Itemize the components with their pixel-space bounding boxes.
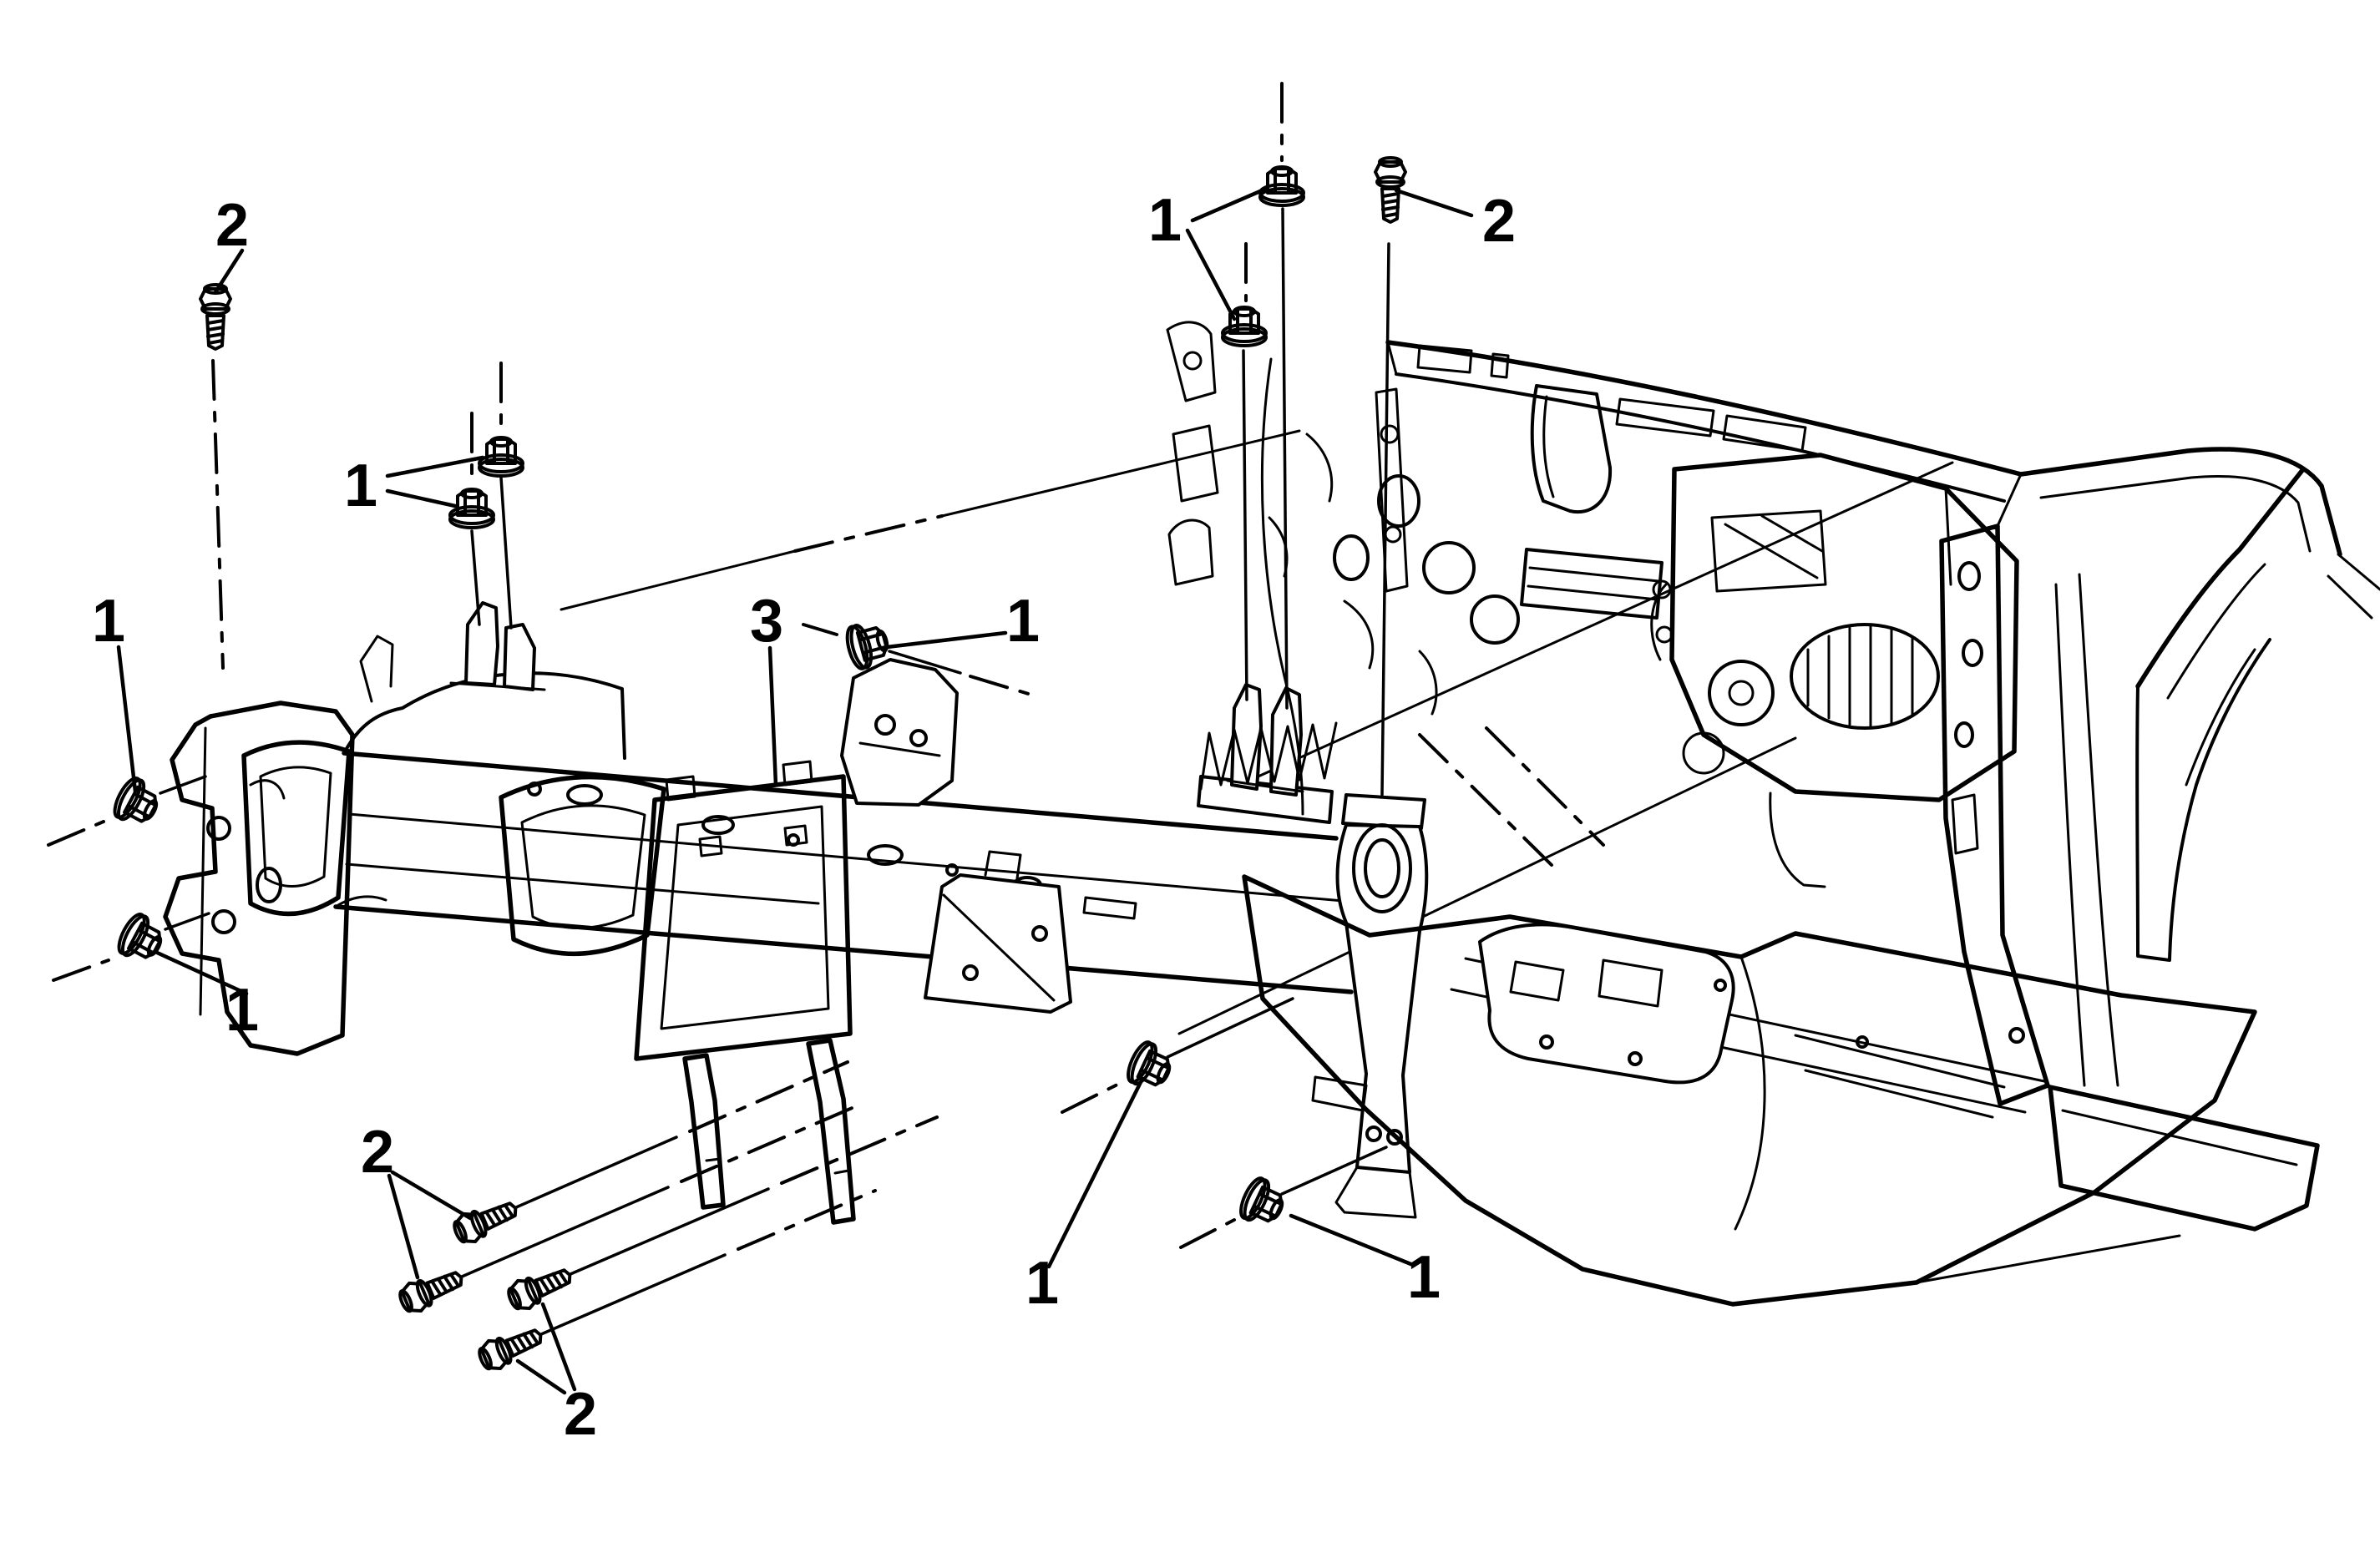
leader-line <box>884 630 1008 650</box>
leader-line <box>385 455 485 478</box>
leader-line <box>767 645 778 787</box>
stud-line <box>159 775 207 795</box>
stud-line <box>569 1187 770 1276</box>
callout-label-8: 1 <box>225 977 259 1044</box>
leader-line <box>1190 186 1268 223</box>
leader-line <box>390 1170 473 1221</box>
centerline <box>1179 1217 1238 1249</box>
stud-line <box>499 476 513 630</box>
callout-label-6: 3 <box>750 588 783 655</box>
bolt-icon <box>396 1263 467 1316</box>
centerline <box>1485 726 1605 847</box>
centerline <box>1418 733 1557 870</box>
nut-icon <box>842 617 894 673</box>
callout-label-11: 1 <box>1025 1250 1059 1317</box>
leader-line <box>153 949 249 996</box>
stud-line <box>1380 242 1390 797</box>
centerline <box>688 1060 849 1133</box>
callout-label-1: 2 <box>215 192 249 259</box>
leader-line <box>1394 188 1474 218</box>
leader-line <box>540 1302 577 1392</box>
callout-label-2: 1 <box>344 453 377 519</box>
leader-line <box>385 488 458 508</box>
nut-icon <box>1258 165 1305 207</box>
callout-label-9: 2 <box>361 1119 394 1186</box>
stud-line <box>470 529 481 626</box>
stud-line <box>460 1186 670 1278</box>
stud-line <box>1242 349 1248 701</box>
centerline <box>52 959 110 982</box>
nut-icon <box>110 775 165 832</box>
stud-line <box>514 1136 678 1209</box>
centerline <box>969 675 1033 696</box>
bolt-icon <box>450 1194 521 1247</box>
stud-line <box>164 912 210 931</box>
body-side-structure <box>1166 321 2380 1106</box>
stud-line <box>539 1253 727 1336</box>
centerline <box>802 623 838 636</box>
bolt-icon <box>504 1261 575 1313</box>
callout-label-10: 2 <box>564 1381 597 1448</box>
stud-line <box>1166 997 1294 1059</box>
leader-line <box>116 645 138 794</box>
stud-line <box>1281 207 1289 710</box>
centerline <box>1061 1082 1121 1114</box>
centerline <box>780 1115 939 1185</box>
callout-label-4: 2 <box>1482 188 1516 255</box>
bolt-icon <box>475 1321 546 1373</box>
centerline <box>47 820 105 847</box>
floor-pan <box>1242 874 2320 1307</box>
hvac-module <box>1650 453 2019 888</box>
centerline <box>680 1105 858 1183</box>
nut-icon <box>1122 1037 1178 1096</box>
stud-line <box>888 650 962 675</box>
nut-icon <box>478 436 524 478</box>
leader-line <box>1289 1213 1415 1267</box>
callout-label-3: 1 <box>1148 187 1182 254</box>
stud-line <box>1280 1146 1388 1196</box>
leader-line <box>1185 228 1237 321</box>
leader-line <box>1046 1076 1145 1269</box>
centerline <box>737 1189 877 1251</box>
callout-label-7: 1 <box>1006 588 1040 655</box>
nut-icon <box>1234 1173 1291 1232</box>
leader-line <box>515 1358 567 1395</box>
leader-line <box>213 248 245 295</box>
cross-car-beam <box>163 601 1429 1225</box>
nut-icon <box>114 911 169 968</box>
leader-line <box>387 1173 420 1280</box>
centerline <box>211 359 225 670</box>
bolt-icon <box>199 283 232 351</box>
nut-icon <box>448 488 495 529</box>
callout-label-12: 1 <box>1407 1244 1441 1311</box>
centerline <box>793 514 944 553</box>
callout-label-5: 1 <box>92 588 125 655</box>
